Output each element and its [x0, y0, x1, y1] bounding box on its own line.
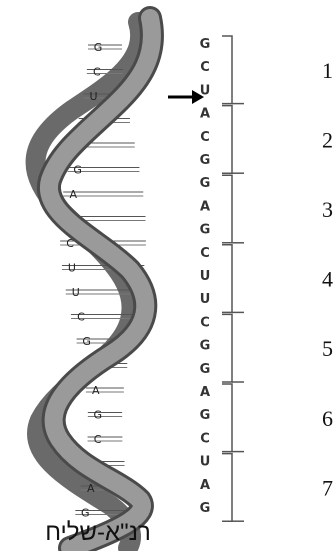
codon-label: קודון 5: [322, 336, 334, 361]
codon-label: קודון 1: [322, 58, 334, 83]
strand-base-letter: U: [68, 262, 76, 275]
codon-label: קודון 3: [322, 197, 334, 222]
sequence-letter: C: [200, 130, 210, 145]
sequence-letter: U: [200, 83, 211, 98]
codon-bracket: [222, 454, 232, 522]
sequence-letter: G: [200, 223, 211, 238]
strand-base-letter: G: [94, 409, 103, 422]
sequence-letter: C: [200, 246, 210, 261]
codon-group: קודון 7: [222, 454, 334, 522]
strand-base-letter: C: [77, 311, 85, 324]
strand-base-letter: G: [81, 507, 90, 520]
strand-base-letter: A: [69, 188, 77, 201]
base-pair-rung: G: [68, 164, 140, 177]
codon-groups: קודון 1 קודון 2 קודון 3 קודון 4 קודון 5 קודון…: [222, 36, 334, 521]
base-pair-rung: G: [88, 409, 122, 422]
strand-base-letter: G: [94, 41, 103, 54]
sequence-letter: C: [200, 315, 210, 330]
pointer-arrow: [168, 90, 204, 104]
sequence-letter: A: [200, 199, 210, 214]
base-pair-rung: C: [88, 433, 123, 446]
codon-group: קודון 4: [222, 245, 334, 313]
codon-bracket: [222, 36, 232, 104]
codon-group: קודון 2: [222, 106, 334, 174]
sequence-letter: G: [200, 339, 211, 354]
sequence-letter: G: [200, 501, 211, 516]
sequence-letter: G: [200, 153, 211, 168]
base-pair-rung: A: [63, 188, 143, 201]
sequence-letter: C: [200, 431, 210, 446]
base-pair-rung: A: [86, 384, 124, 397]
base-pair-rung: G: [88, 41, 122, 54]
codon-bracket: [222, 106, 232, 174]
sequence-letter: U: [200, 269, 211, 284]
strand-base-letter: A: [92, 384, 100, 397]
codon-bracket: [222, 245, 232, 313]
sequence-letter: C: [200, 60, 210, 75]
sequence-letter: G: [200, 408, 211, 423]
codon-label: קודון 6: [322, 406, 334, 431]
codon-group: קודון 1: [222, 36, 334, 104]
codon-group: קודון 5: [222, 314, 334, 382]
sequence-letter: A: [200, 107, 210, 122]
codon-group: קודון 3: [222, 175, 334, 243]
codon-group: קודון 6: [222, 384, 334, 452]
sequence-letter: G: [200, 176, 211, 191]
codon-bracket: [222, 314, 232, 382]
codon-label: קודון 7: [322, 475, 334, 500]
codon-bracket: [222, 384, 232, 452]
sequence-letter: U: [200, 455, 211, 470]
sequence-letter: G: [200, 362, 211, 377]
strand-base-letter: U: [72, 286, 80, 299]
sequence-letter: U: [200, 292, 211, 307]
codon-bracket: [222, 175, 232, 243]
sequence-letter: A: [200, 385, 210, 400]
codon-label: קודון 4: [322, 267, 334, 292]
strand-base-letter: G: [73, 164, 82, 177]
strand-base-letter: G: [82, 335, 91, 348]
caption: רנ"א-שליח: [45, 519, 151, 546]
sequence-letter: G: [200, 37, 211, 52]
sequence-letter: A: [200, 478, 210, 493]
strand-base-letter: C: [94, 433, 102, 446]
codon-label: קודון 2: [322, 127, 334, 152]
strand-base-letter: U: [90, 90, 98, 103]
strand-base-letter: C: [93, 66, 101, 79]
